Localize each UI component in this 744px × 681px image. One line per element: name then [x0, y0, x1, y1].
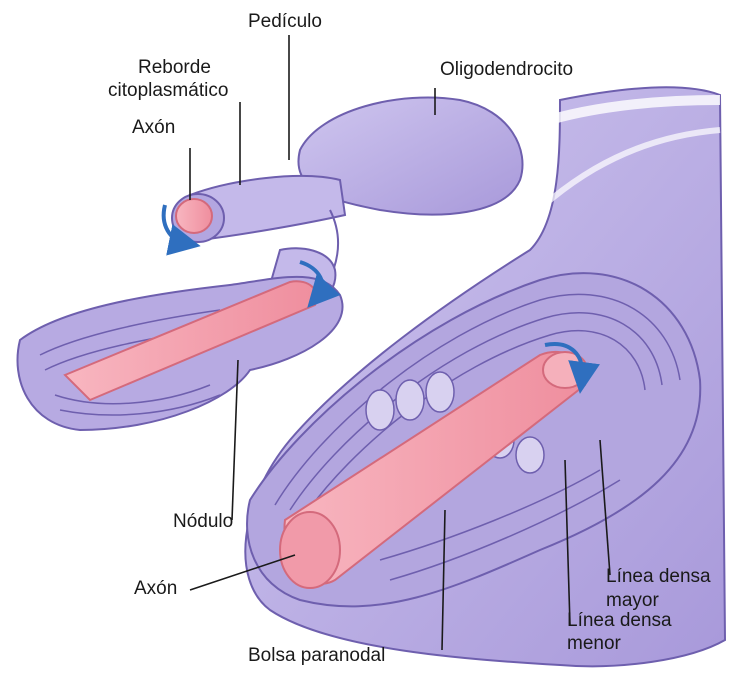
label-reborde-1: Reborde [138, 57, 211, 79]
top-axon-cut [176, 199, 212, 233]
large-axon-cut [280, 512, 340, 588]
label-pediculo: Pedículo [248, 11, 322, 33]
label-nodulo: Nódulo [173, 511, 233, 533]
label-axon-top: Axón [132, 117, 175, 139]
label-linea-menor-2: menor [567, 633, 621, 655]
label-reborde-2: citoplasmático [108, 80, 228, 102]
label-linea-menor-1: Línea densa [567, 610, 672, 632]
label-linea-mayor-2: mayor [606, 590, 659, 612]
label-linea-mayor-1: Línea densa [606, 566, 711, 588]
label-axon-bottom: Axón [134, 578, 177, 600]
label-oligodendrocito: Oligodendrocito [440, 59, 573, 81]
label-bolsa-paranodal: Bolsa paranodal [248, 645, 385, 667]
